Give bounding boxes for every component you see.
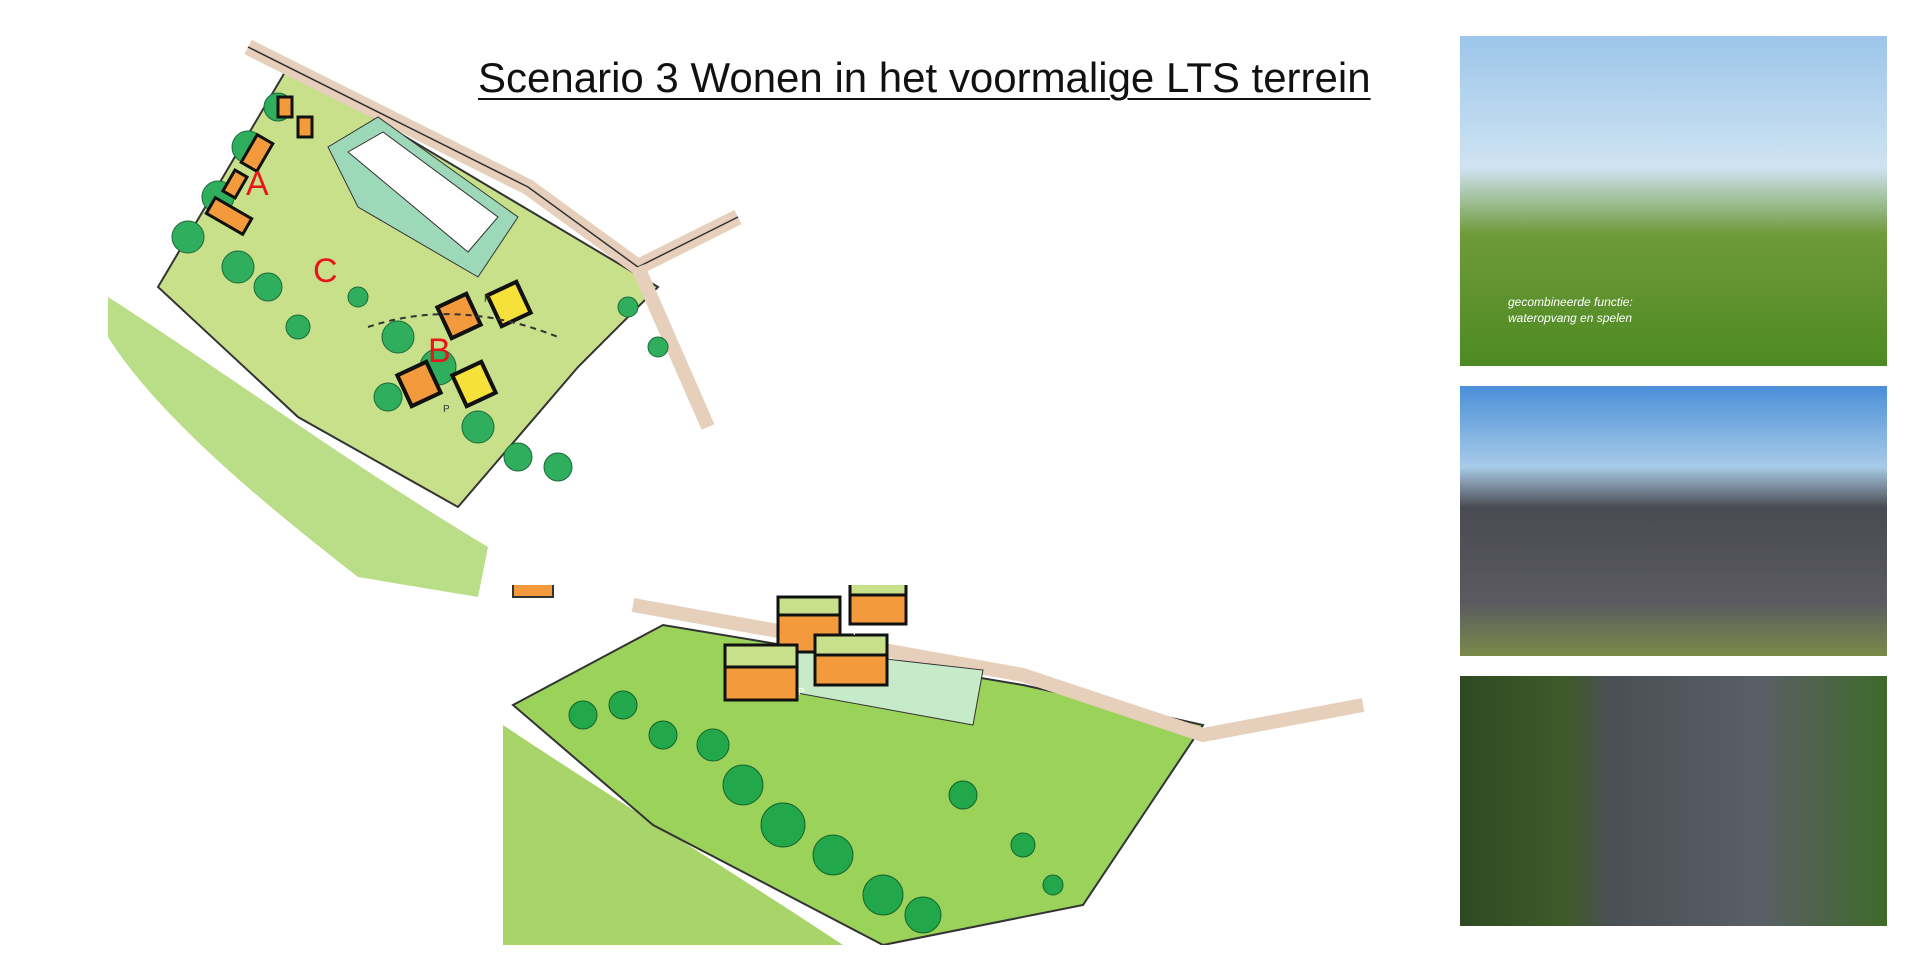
label-p: P [484, 294, 491, 305]
isometric-sketch: P P [503, 585, 1365, 945]
riverbank [108, 297, 488, 597]
trees [171, 92, 669, 482]
label-b: B [428, 332, 451, 370]
label-c: C [313, 252, 338, 290]
photo-apartment-building [1460, 386, 1887, 656]
road-south [631, 264, 715, 430]
apartment-blocks [723, 585, 908, 702]
label-a: A [246, 165, 269, 203]
label-p: P [853, 627, 860, 638]
slide-title: Scenario 3 Wonen in het voormalige LTS t… [478, 54, 1371, 101]
buildings-b [394, 279, 534, 409]
houses-row [512, 585, 554, 598]
photo-caption: gecombineerde functie: wateropvang en sp… [1508, 294, 1633, 326]
photo-apartment-garden [1460, 676, 1887, 926]
site-lawn [511, 623, 1205, 945]
site-plan-sketch: A C B P P [108, 39, 742, 597]
photo-water-play-area: gecombineerde functie: wateropvang en sp… [1460, 36, 1887, 366]
caption-line: wateropvang en spelen [1508, 311, 1633, 325]
riverbank [503, 725, 843, 945]
label-p: P [798, 687, 805, 698]
label-p: P [443, 404, 450, 415]
caption-line: gecombineerde functie: [1508, 295, 1633, 309]
buildings-a [204, 95, 314, 237]
trees [568, 690, 1064, 934]
